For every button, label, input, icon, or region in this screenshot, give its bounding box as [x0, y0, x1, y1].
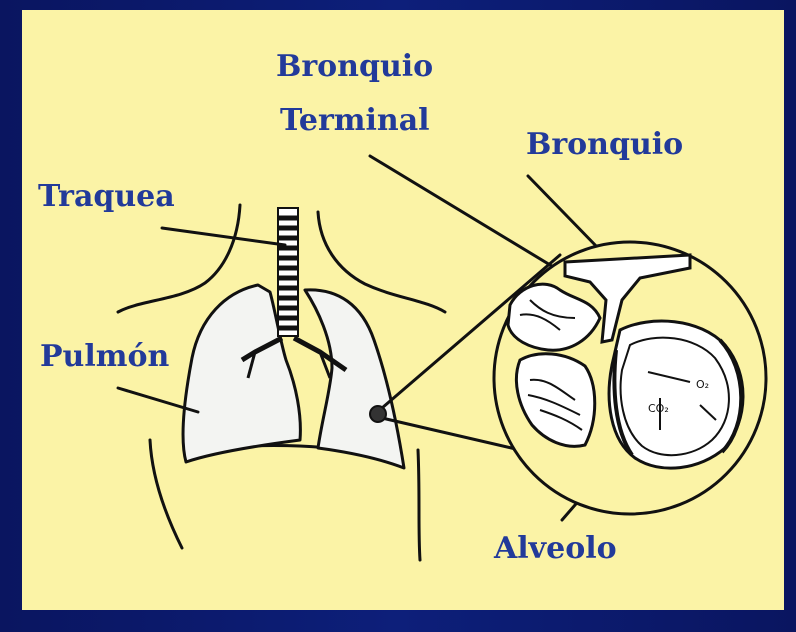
lung-focus-point	[370, 406, 386, 422]
label-bronquio: Bronquio	[526, 128, 683, 162]
right-lung	[305, 290, 404, 468]
label-traquea: Traquea	[38, 180, 175, 214]
magnified-inset	[494, 242, 766, 514]
leader-bronquio	[528, 176, 600, 250]
alveolus-inner	[621, 338, 729, 456]
label-pulmon: Pulmón	[40, 340, 169, 374]
label-bronquio-terminal-line2: Terminal	[280, 104, 430, 138]
neck-outline-left	[118, 205, 240, 312]
body-outline-left	[150, 440, 182, 548]
zoom-line-bottom	[382, 418, 520, 450]
label-alveolo: Alveolo	[494, 532, 617, 566]
leader-traquea	[162, 228, 285, 245]
o2-symbol: O₂	[696, 378, 709, 391]
co2-symbol: CO₂	[648, 402, 669, 415]
body-outline-right	[418, 450, 420, 560]
label-bronquio-terminal-line1: Bronquio	[276, 50, 433, 84]
